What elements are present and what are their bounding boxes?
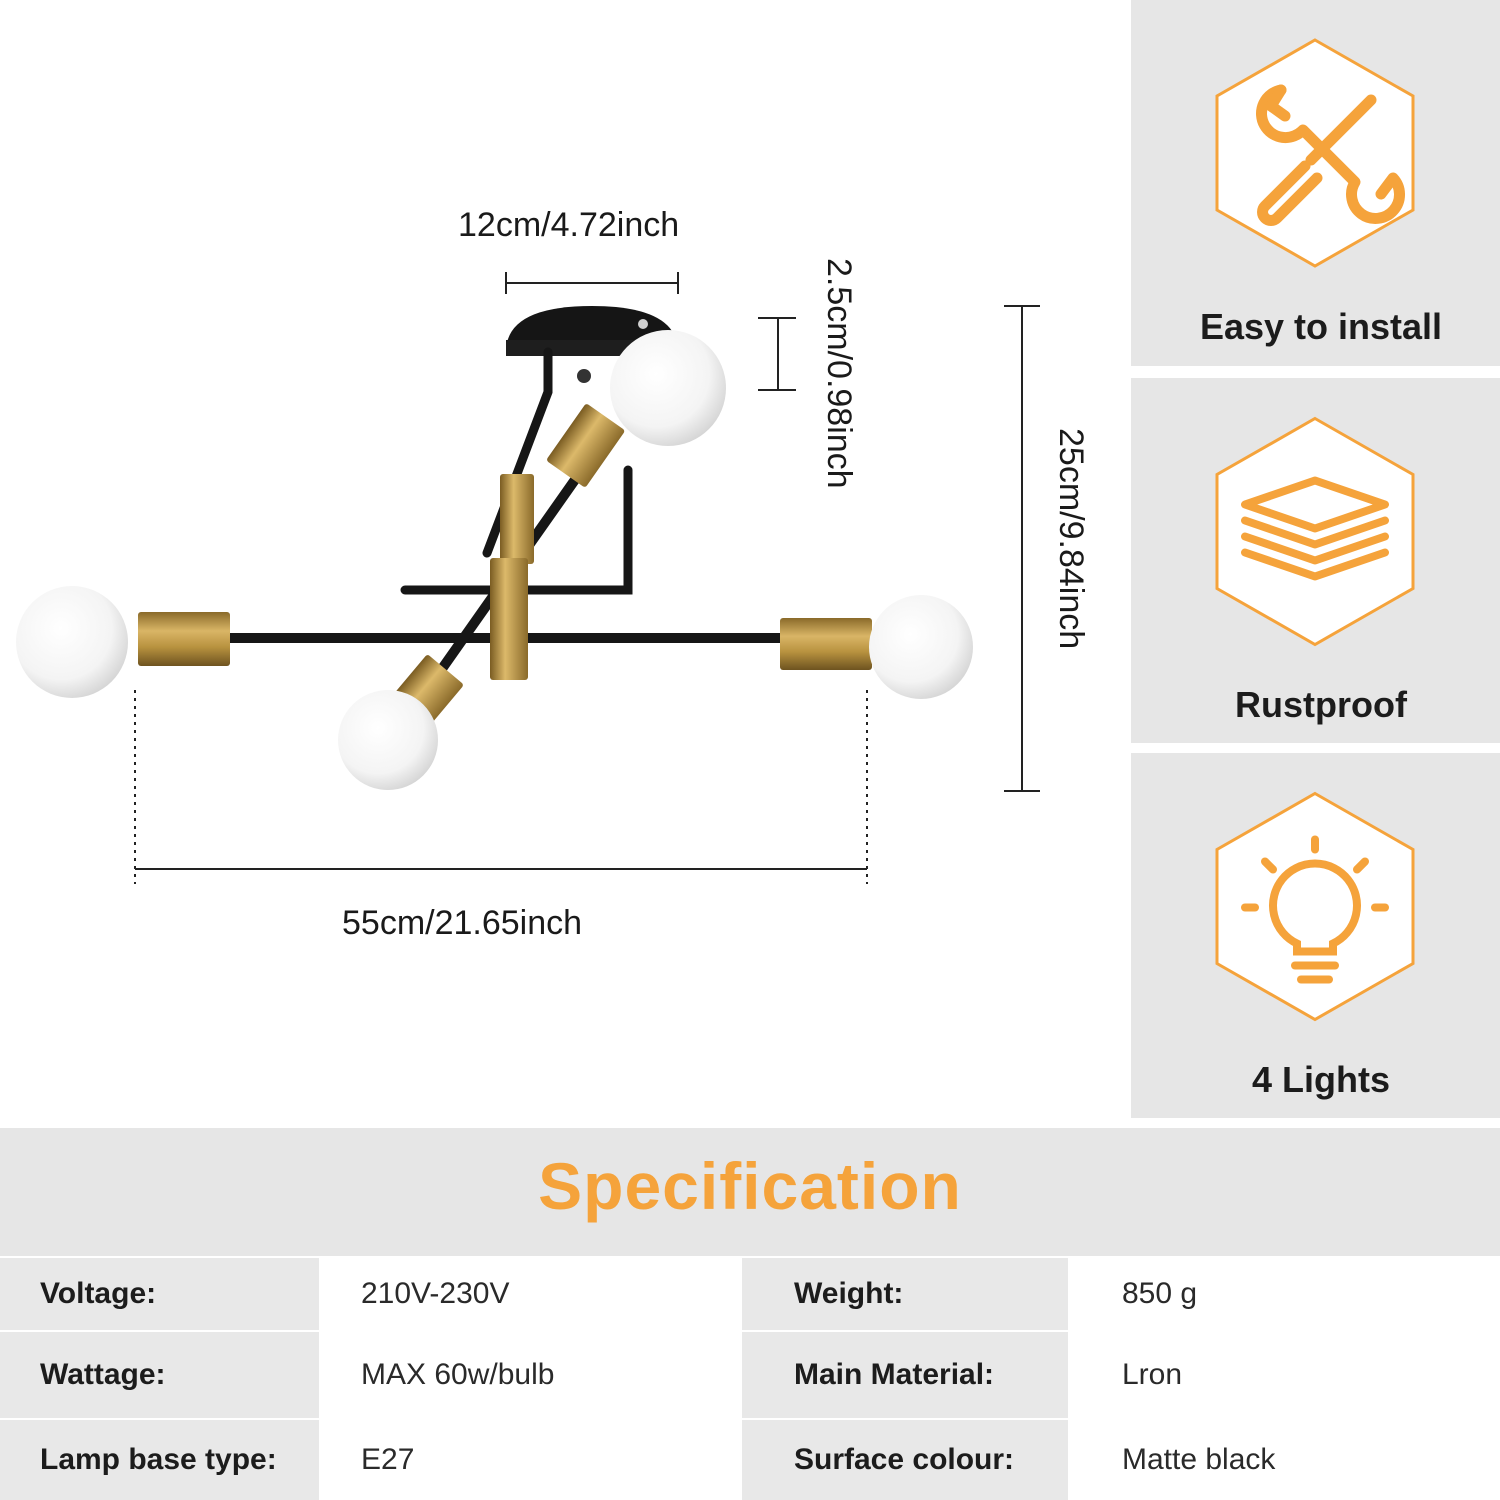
spec-title: Specification bbox=[538, 1149, 962, 1223]
spec-value-voltage: 210V-230V bbox=[321, 1258, 740, 1330]
feature-label-rustproof: Rustproof bbox=[1235, 684, 1407, 725]
chandelier-illustration bbox=[16, 272, 1040, 884]
sockets bbox=[138, 404, 872, 738]
dimension-lines bbox=[134, 272, 1040, 884]
feature-panel-lights: 4 Lights bbox=[1131, 753, 1500, 1118]
lightbulb-icon bbox=[1241, 835, 1389, 984]
feature-panel-install: Easy to install bbox=[1131, 0, 1500, 366]
total-width-label: 55cm/21.65inch bbox=[342, 904, 583, 942]
spec-header bbox=[0, 1128, 1500, 1256]
spec-key-wattage: Wattage: bbox=[0, 1332, 319, 1418]
tools-icon bbox=[1256, 84, 1405, 226]
feature-panel-rustproof: Rustproof bbox=[1131, 378, 1500, 743]
spec-key-surface: Surface colour: bbox=[742, 1420, 1068, 1500]
total-height-label: 25cm/9.84inch bbox=[1052, 428, 1090, 650]
canopy-width-label: 12cm/4.72inch bbox=[458, 206, 680, 244]
spec-key-voltage: Voltage: bbox=[0, 1258, 319, 1330]
layers-icon bbox=[1241, 476, 1389, 581]
spec-key-material: Main Material: bbox=[742, 1332, 1068, 1418]
spec-key-weight: Weight: bbox=[742, 1258, 1068, 1330]
spec-value-lamp-base: E27 bbox=[321, 1420, 740, 1500]
feature-label-install: Easy to install bbox=[1199, 306, 1443, 347]
canopy-height-label: 2.5cm/0.98inch bbox=[820, 258, 858, 489]
spec-value-wattage: MAX 60w/bulb bbox=[321, 1332, 740, 1418]
bulbs bbox=[16, 330, 973, 790]
spec-value-surface: Matte black bbox=[1070, 1420, 1500, 1500]
spec-key-lamp-base: Lamp base type: bbox=[0, 1420, 319, 1500]
spec-value-material: Lron bbox=[1070, 1332, 1500, 1418]
feature-label-lights: 4 Lights bbox=[1251, 1059, 1390, 1100]
spec-value-weight: 850 g bbox=[1070, 1258, 1500, 1330]
